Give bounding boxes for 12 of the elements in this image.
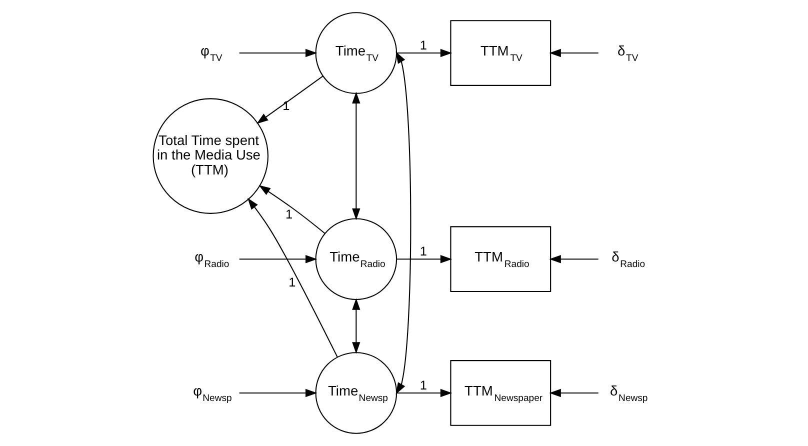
node-text: φ$_{Radio}$ bbox=[194, 248, 229, 270]
edge-label: 1 bbox=[288, 274, 296, 290]
node-text: φ$_{TV}$ bbox=[200, 42, 222, 64]
edge-label: 1 bbox=[419, 37, 426, 52]
node-text: δ$_{TV}$ bbox=[617, 42, 638, 64]
edge-label: 1 bbox=[419, 244, 426, 259]
node-text: δ$_{Newsp}$ bbox=[610, 382, 648, 404]
edge-label: 1 bbox=[284, 206, 292, 222]
node-text: φ$_{Newsp}$ bbox=[192, 382, 232, 404]
node-text: δ$_{Radio}$ bbox=[611, 248, 645, 270]
edge-label: 1 bbox=[282, 98, 290, 113]
edge-label: 1 bbox=[419, 377, 426, 392]
